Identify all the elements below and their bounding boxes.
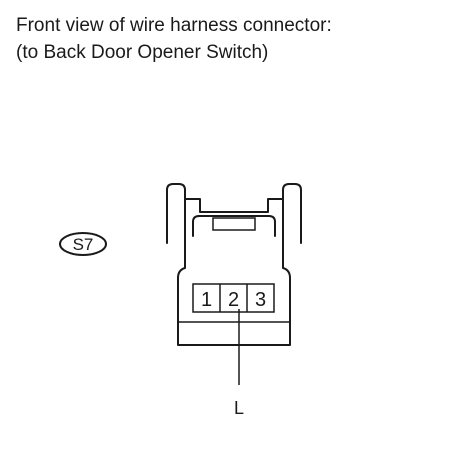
latch-button: [212, 217, 256, 231]
connector-id-ellipse: [59, 232, 107, 256]
pin-3-label: 3: [255, 289, 266, 311]
caption-line-2: (to Back Door Opener Switch): [16, 42, 269, 63]
pin-1-label: 1: [201, 289, 212, 311]
connector-housing: 1 2 3: [166, 183, 302, 346]
wire-color-label: L: [234, 398, 244, 418]
terminal-block: [192, 283, 275, 313]
left-lock-tab: [166, 183, 186, 257]
connector-id-label: S7: [73, 235, 94, 254]
latch-inner: [192, 215, 276, 237]
connector-id-badge: S7: [59, 232, 107, 256]
right-lock-tab: [282, 183, 302, 257]
caption-line-1: Front view of wire harness connector:: [16, 15, 332, 36]
latch-frame: [184, 198, 284, 213]
connector-body: [177, 255, 291, 346]
diagram-caption: Front view of wire harness connector: (t…: [16, 12, 332, 66]
wire-leader: L: [234, 309, 244, 418]
pin-2-label: 2: [228, 289, 239, 311]
